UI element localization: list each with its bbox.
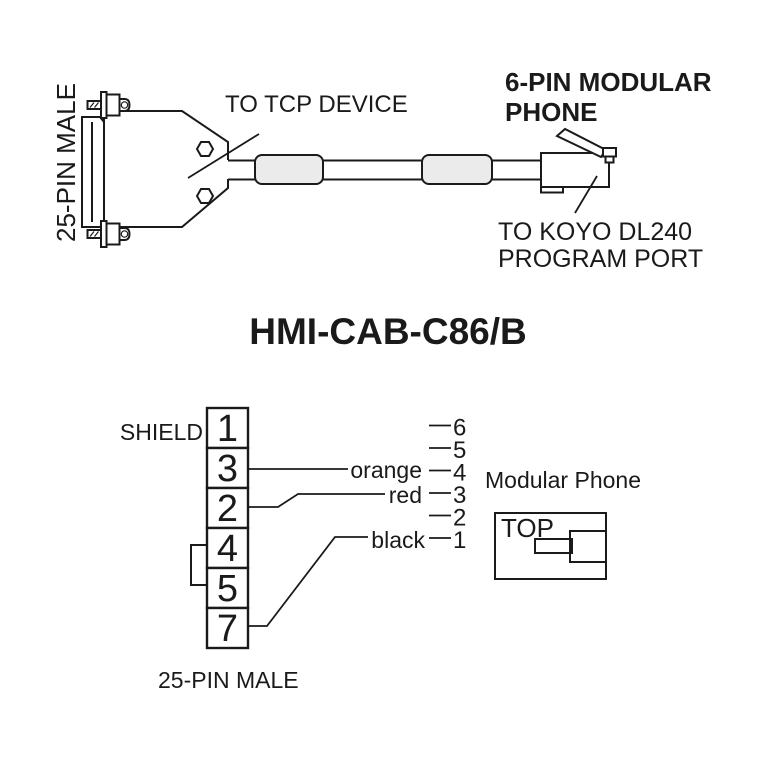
dsub-connector-drawing: 25-PIN MALE [51, 83, 229, 248]
pin-box [205, 406, 250, 450]
pin-number: 1 [217, 408, 238, 450]
modular-pin-number: 6 [453, 415, 466, 442]
to-tcp-device-label: TO TCP DEVICE [225, 91, 408, 118]
modular-phone-top-view: TOP [494, 512, 607, 580]
dsub-hood [103, 110, 229, 228]
hex-screw-top [195, 141, 215, 157]
pin-box [205, 486, 250, 530]
pin-box [205, 526, 250, 570]
hex-screw-bottom [195, 188, 215, 204]
pin-number: 2 [217, 488, 238, 530]
ferrite-bead [254, 154, 324, 185]
modular-pin-number: 5 [453, 437, 466, 464]
modular-pin-number: 3 [453, 482, 466, 509]
top-view-latch [534, 538, 573, 554]
pin-box [205, 446, 250, 490]
wire-label-orange: orange [350, 457, 422, 483]
koyo-port-label-line1: TO KOYO DL240 [498, 218, 692, 246]
wire-red [248, 493, 385, 508]
pin-number: 7 [217, 608, 238, 650]
wire-label-red: red [389, 482, 422, 508]
modular-phone-label: Modular Phone [485, 467, 641, 493]
pin-jumper-bracket [190, 544, 207, 586]
thumbscrew-top [86, 91, 131, 119]
shield-label: SHIELD [120, 419, 203, 445]
rj-plug-bottom-step [540, 187, 564, 194]
ferrite-bead [421, 154, 493, 185]
rj-plug-drawing [540, 127, 617, 194]
pin-number: 4 [217, 528, 238, 570]
wire-label-black: black [371, 527, 425, 553]
rj-plug-body [540, 152, 610, 188]
top-view-nose [569, 530, 607, 563]
dsub-connector-label: 25-PIN MALE [51, 83, 81, 242]
modular-pin-number: 1 [453, 527, 466, 554]
thumbscrew-bottom [86, 220, 131, 248]
pin-number: 5 [217, 568, 238, 610]
koyo-port-label-line2: PROGRAM PORT [498, 245, 703, 273]
rj-plug-tab-step [604, 155, 615, 164]
wire-black [248, 536, 368, 627]
modular-phone-heading-line1: 6-PIN MODULAR [505, 67, 712, 97]
to-tcp-leader-line [187, 133, 260, 179]
pin-number: 3 [217, 448, 238, 490]
modular-pin-number: 2 [453, 505, 466, 532]
modular-phone-heading-line2: PHONE [505, 97, 597, 127]
cable [228, 154, 541, 185]
pinout-diagram: SHIELD 1 3 2 4 5 7 orange red black 6 [120, 406, 641, 693]
pinout-connector-caption: 25-PIN MALE [158, 667, 299, 693]
pin-box [205, 606, 250, 650]
koyo-leader-line [574, 175, 598, 214]
pin-box [205, 566, 250, 610]
rj-plug-tab [602, 147, 617, 158]
cable-part-number-title: HMI-CAB-C86/B [249, 311, 527, 352]
modular-pin-number: 4 [453, 460, 466, 487]
